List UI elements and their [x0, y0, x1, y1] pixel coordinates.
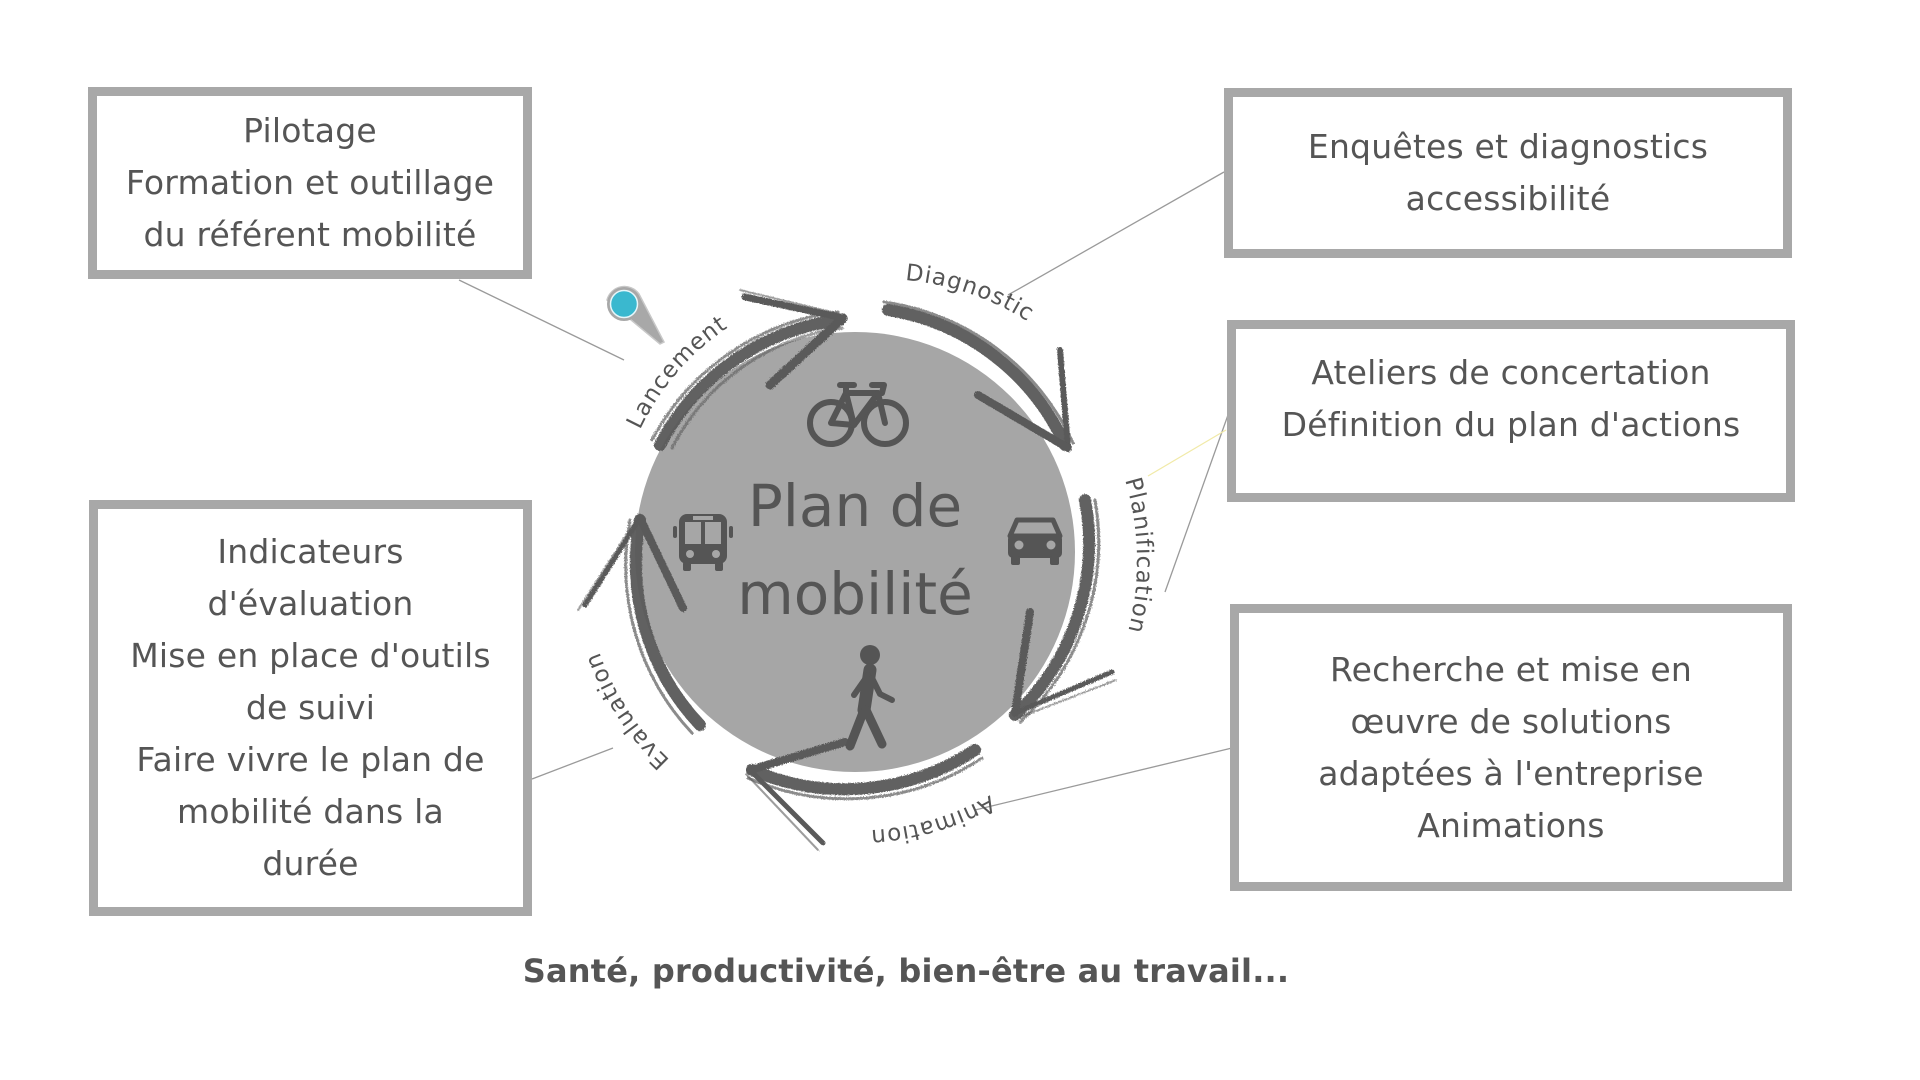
- box-line: mobilité dans la: [177, 792, 444, 831]
- arrow-planification: [1009, 494, 1117, 724]
- box-line: Enquêtes et diagnostics: [1307, 127, 1709, 166]
- box-line: adaptées à l'entreprise: [1318, 753, 1704, 793]
- map-pin-icon: [606, 285, 666, 345]
- center-title-line-2: mobilité: [737, 560, 973, 628]
- connector-ateliers-highlight: [1147, 429, 1227, 477]
- cycle-arrows: [577, 289, 1117, 851]
- box-line: Animations: [1417, 805, 1605, 845]
- box-line: accessibilité: [1405, 179, 1611, 218]
- ateliers-box-text: Ateliers de concertation Définition du p…: [1282, 347, 1741, 451]
- arrow-diagnostic: [882, 300, 1075, 452]
- box-line: Indicateurs: [217, 532, 404, 571]
- box-line: Mise en place d'outils: [130, 636, 491, 675]
- arrow-evaluation: [577, 514, 706, 735]
- box-line: durée: [262, 844, 359, 883]
- box-line: œuvre de solutions: [1350, 701, 1672, 741]
- connector-pilotage: [458, 279, 625, 361]
- box-line: Pilotage: [243, 111, 377, 150]
- box-line: Définition du plan d'actions: [1281, 405, 1741, 444]
- box-line: du référent mobilité: [143, 215, 477, 254]
- pilotage-box: Pilotage Formation et outillage du référ…: [88, 87, 532, 279]
- center-circle: [635, 332, 1075, 772]
- connector-recherche: [974, 747, 1233, 811]
- box-line: d'évaluation: [207, 584, 414, 623]
- arrow-animation: [745, 738, 984, 851]
- bicycle-icon: [807, 382, 909, 447]
- box-line: Recherche et mise en: [1329, 649, 1693, 689]
- connector-ateliers: [1164, 414, 1229, 593]
- enquetes-box: Enquêtes et diagnostics accessibilité: [1224, 88, 1792, 258]
- center-title-line-1: Plan de: [747, 472, 963, 540]
- box-line: Faire vivre le plan de: [136, 740, 485, 779]
- enquetes-box-text: Enquêtes et diagnostics accessibilité: [1308, 121, 1708, 225]
- connector-enquetes: [1007, 171, 1225, 296]
- recherche-box: Recherche et mise en œuvre de solutions …: [1230, 604, 1792, 891]
- step-label-planification: Planification: [1119, 475, 1157, 637]
- recherche-box-text: Recherche et mise en œuvre de solutions …: [1318, 644, 1704, 852]
- box-line: Ateliers de concertation: [1311, 353, 1711, 392]
- pedestrian-icon: [845, 645, 895, 751]
- box-line: de suivi: [245, 688, 376, 727]
- step-label-animation: Animation: [869, 790, 999, 850]
- box-line: Formation et outillage: [125, 163, 495, 202]
- center-title: Plan de mobilité: [655, 462, 1055, 638]
- indicateurs-box: Indicateurs d'évaluation Mise en place d…: [89, 500, 532, 916]
- footer-tagline: Santé, productivité, bien-être au travai…: [522, 952, 1290, 990]
- car-icon: [1007, 517, 1063, 565]
- indicateurs-box-text: Indicateurs d'évaluation Mise en place d…: [130, 526, 491, 890]
- connector-indicateurs: [531, 747, 614, 780]
- connector-lines: [458, 171, 1233, 811]
- ateliers-box: Ateliers de concertation Définition du p…: [1227, 320, 1795, 502]
- pilotage-box-text: Pilotage Formation et outillage du référ…: [126, 105, 494, 261]
- bus-icon: [673, 514, 733, 571]
- arrow-lancement: [650, 289, 848, 451]
